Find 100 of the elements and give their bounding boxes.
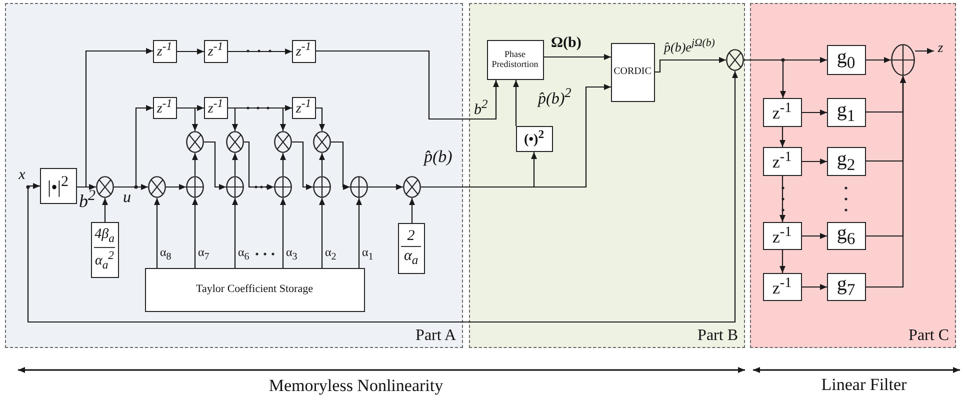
section-panel (469, 3, 745, 348)
block-label: Taylor Coefficient Storage (196, 284, 313, 296)
tap-gain-block (826, 98, 866, 126)
tap-gain-block (826, 222, 866, 250)
tap-gain-block (826, 272, 866, 300)
delay-block (762, 222, 802, 250)
signal-arrow (915, 48, 934, 54)
signal-label: z (938, 42, 944, 56)
block-label: g$_{0}$ (836, 47, 856, 72)
signal-label: b$^{2}$ (79, 189, 96, 210)
signal-arrow (292, 141, 313, 190)
signal-arrow (802, 158, 827, 164)
block-label: z$^{-1}$ (208, 98, 224, 118)
delay-block (152, 96, 176, 118)
delay-block (292, 40, 316, 62)
panel-label: Part B (698, 327, 738, 345)
signal-arrow (280, 198, 286, 268)
multiplier-symbol (726, 48, 744, 70)
multiplier-symbol (96, 176, 114, 198)
signal-label: x (18, 168, 26, 184)
signal-arrow (192, 153, 198, 176)
tap-gain-block (826, 146, 866, 176)
gain-block (398, 222, 424, 274)
signal-label: Ω(b) (551, 36, 582, 51)
signal-arrow (316, 50, 499, 120)
square-block (516, 126, 552, 152)
signal-arrow (177, 107, 198, 131)
delay-block (152, 40, 176, 62)
block-label: (•)$^{2}$ (524, 128, 544, 148)
block-label: z$^{-1}$ (156, 41, 172, 61)
gain-block (90, 222, 118, 278)
coefficient-label: α$_{7}$ (198, 246, 210, 262)
signal-arrow (356, 198, 362, 268)
cordic-block (610, 42, 654, 102)
delay-block (204, 40, 228, 62)
signal-arrow (655, 57, 726, 73)
delay-block (762, 98, 802, 126)
signal-arrow (319, 198, 325, 268)
signal-arrow (780, 176, 786, 222)
coefficient-label: α$_{3}$ (286, 246, 298, 262)
signal-arrow (114, 105, 153, 188)
signal-arrow (232, 153, 238, 176)
coefficient-label: α$_{1}$ (362, 246, 374, 262)
block-label: z$^{-1}$ (296, 98, 312, 118)
block-label: g$_{7}$ (836, 274, 856, 299)
signal-arrow (27, 71, 738, 323)
span-label: Memoryless Nonlinearity (268, 377, 444, 394)
adder-symbol (350, 176, 368, 198)
multiplier-symbol (312, 130, 330, 152)
delay-block (292, 96, 316, 118)
signal-arrow (513, 80, 519, 126)
adder-symbol (274, 176, 292, 198)
signal-arrow (780, 250, 786, 273)
delay-block (762, 146, 802, 176)
signal-arrow (102, 198, 108, 222)
multiplier-symbol (402, 176, 420, 198)
signal-arrow (409, 198, 415, 223)
signal-arrow (780, 127, 786, 147)
signal-arrow (154, 198, 160, 268)
coefficient-label: α$_{2}$ (325, 246, 336, 262)
panel-label: Part A (416, 327, 456, 345)
signal-arrow (244, 141, 274, 190)
signal-arrow (77, 48, 153, 188)
fraction-numerator: 4β$_{a}$ (94, 228, 114, 245)
signal-label: b$^{2}$ (474, 98, 488, 118)
adder-symbol (186, 176, 204, 198)
span-label: Linear Filter (821, 376, 907, 393)
adder-symbol (226, 176, 244, 198)
adder-symbol (890, 44, 914, 76)
fraction-numerator: 2 (407, 228, 415, 244)
multiplier-symbol (226, 130, 244, 152)
signal-arrow (866, 57, 891, 63)
process-block (486, 40, 544, 80)
signal-arrow (177, 48, 204, 54)
signal-label: u (123, 190, 131, 206)
block-label: z$^{-1}$ (296, 41, 312, 61)
signal-arrow (544, 54, 611, 60)
signal-arrow (368, 184, 403, 190)
signal-arrow (192, 198, 198, 268)
signal-arrow (331, 141, 350, 190)
section-panel (5, 3, 463, 348)
multiplier-symbol (186, 130, 204, 152)
signal-arrow (204, 141, 226, 190)
panel-label: Part C (908, 327, 949, 345)
signal-arrow (228, 48, 292, 54)
multiplier-symbol (274, 130, 292, 152)
coefficient-label: α$_{6}$ (238, 246, 250, 262)
section-panel (750, 3, 956, 348)
tap-gain-block (826, 44, 866, 74)
multiplier-symbol (148, 176, 166, 198)
block-label: |•|$^{2}$ (47, 174, 68, 196)
block-label: z$^{-1}$ (772, 150, 792, 172)
signal-arrow (316, 107, 325, 131)
signal-arrow (29, 183, 40, 189)
block-label: g$_{1}$ (836, 100, 856, 124)
signal-arrow (228, 107, 286, 131)
block-label: Phase Predistortion (490, 50, 540, 69)
signal-label: p̂(b)e$^{jΩ(b)}$ (664, 38, 715, 54)
block-label: CORDIC (614, 66, 652, 78)
block-label: z$^{-1}$ (772, 224, 792, 246)
